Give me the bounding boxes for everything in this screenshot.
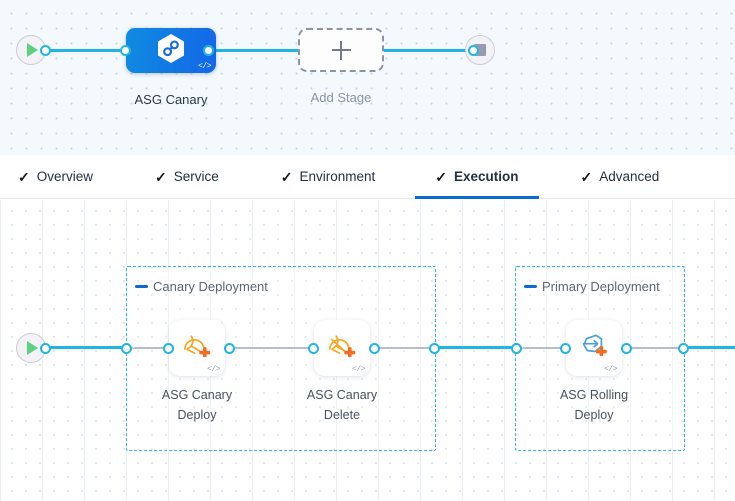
play-icon bbox=[27, 43, 38, 57]
stage-edge-start-to-canary bbox=[40, 49, 136, 52]
tab-advanced[interactable]: ✓ Advanced bbox=[579, 155, 662, 199]
exec-connector-dot-1[interactable] bbox=[40, 343, 51, 354]
exec-edge-group1-to-group2 bbox=[436, 346, 521, 349]
step-label-line2: Delete bbox=[323, 408, 361, 422]
step-node-asg-canary-deploy-label: ASG Canary Deploy bbox=[133, 385, 261, 425]
tab-environment-label: Environment bbox=[299, 169, 376, 184]
step-node-asg-rolling-deploy[interactable]: </> bbox=[566, 320, 622, 376]
exec-edge-step1-to-step2 bbox=[230, 347, 314, 349]
stage-node-label: ASG Canary bbox=[134, 92, 208, 107]
check-icon: ✓ bbox=[435, 168, 448, 185]
tab-execution[interactable]: ✓ Execution bbox=[415, 155, 539, 199]
step-group-canary-deployment-label[interactable]: Canary Deployment bbox=[135, 279, 268, 294]
step-label-line1: ASG Rolling bbox=[559, 388, 629, 402]
execution-canvas[interactable]: Canary Deployment Primary Deployment bbox=[0, 200, 735, 501]
group-label-text: Primary Deployment bbox=[542, 279, 660, 294]
step-node-asg-canary-deploy[interactable]: </> bbox=[169, 320, 225, 376]
play-icon bbox=[27, 341, 38, 355]
exec-edge-step2-to-group1-exit bbox=[375, 347, 433, 349]
stage-edge-canary-to-add bbox=[208, 49, 308, 52]
exec-connector-dot-step2-in[interactable] bbox=[308, 343, 319, 354]
step-group-primary-deployment-label[interactable]: Primary Deployment bbox=[524, 279, 660, 294]
tab-overview[interactable]: ✓ Overview bbox=[16, 155, 95, 199]
check-icon: ✓ bbox=[18, 168, 30, 185]
stage-config-tabs: ✓ Overview ✓ Service ✓ Environment ✓ Exe… bbox=[0, 155, 735, 199]
step-node-asg-rolling-deploy-label: ASG Rolling Deploy bbox=[530, 385, 658, 425]
check-icon: ✓ bbox=[280, 168, 293, 185]
tab-execution-label: Execution bbox=[454, 169, 519, 184]
asg-rolling-deploy-icon bbox=[577, 329, 611, 366]
check-icon: ✓ bbox=[155, 168, 167, 185]
pipeline-end-node[interactable] bbox=[465, 35, 495, 65]
add-stage-label: Add Stage bbox=[310, 90, 372, 105]
stage-node-asg-canary[interactable]: </> bbox=[126, 28, 216, 73]
exec-connector-dot-step1-out[interactable] bbox=[224, 343, 235, 354]
exec-connector-dot-step1-in[interactable] bbox=[163, 343, 174, 354]
exec-connector-dot-step3-in[interactable] bbox=[560, 343, 571, 354]
group-label-text: Canary Deployment bbox=[153, 279, 268, 294]
collapse-dash-icon[interactable] bbox=[524, 285, 537, 288]
asg-hexagon-infinity-icon bbox=[156, 32, 186, 69]
exec-edge-group2-to-end bbox=[684, 346, 735, 349]
step-node-asg-canary-delete[interactable]: </> bbox=[314, 320, 370, 376]
exec-edge-group1-entry-to-step1 bbox=[132, 347, 174, 349]
exec-edge-step3-to-group2-exit bbox=[622, 347, 680, 349]
check-icon: ✓ bbox=[580, 168, 593, 185]
step-node-asg-canary-delete-label: ASG Canary Delete bbox=[278, 385, 406, 425]
exec-connector-dot-group1-entry[interactable] bbox=[121, 343, 132, 354]
exec-connector-dot-step3-out[interactable] bbox=[621, 343, 632, 354]
tab-advanced-label: Advanced bbox=[599, 169, 660, 184]
tab-environment[interactable]: ✓ Environment bbox=[279, 155, 378, 199]
stage-connector-dot-2[interactable] bbox=[120, 45, 131, 56]
stage-canvas[interactable]: </> ASG Canary Add Stage bbox=[0, 0, 735, 155]
step-code-badge[interactable]: </> bbox=[352, 365, 365, 374]
step-label-line1: ASG Canary bbox=[161, 388, 233, 402]
asg-canary-delete-icon bbox=[325, 329, 359, 366]
exec-connector-dot-group2-entry[interactable] bbox=[511, 343, 522, 354]
pipeline-start-node[interactable] bbox=[16, 35, 46, 65]
step-label-line2: Deploy bbox=[574, 408, 614, 422]
step-label-line2: Deploy bbox=[177, 408, 217, 422]
plus-icon bbox=[331, 40, 351, 60]
tab-service[interactable]: ✓ Service bbox=[153, 155, 221, 199]
tab-service-label: Service bbox=[173, 169, 219, 184]
exec-edge-start-to-group1 bbox=[40, 346, 130, 349]
exec-edge-group2-entry-to-step3 bbox=[521, 347, 565, 349]
step-label-line1: ASG Canary bbox=[306, 388, 378, 402]
step-code-badge[interactable]: </> bbox=[207, 365, 220, 374]
exec-connector-dot-group1-exit[interactable] bbox=[429, 343, 440, 354]
collapse-dash-icon[interactable] bbox=[135, 285, 148, 288]
stage-connector-dot-3[interactable] bbox=[203, 45, 214, 56]
stage-edge-add-to-end bbox=[378, 49, 474, 52]
exec-connector-dot-step2-out[interactable] bbox=[369, 343, 380, 354]
stage-connector-dot-1[interactable] bbox=[40, 45, 51, 56]
stage-connector-dot-4[interactable] bbox=[468, 45, 479, 56]
asg-canary-deploy-icon bbox=[180, 329, 214, 366]
exec-connector-dot-group2-exit[interactable] bbox=[678, 343, 689, 354]
add-stage-button[interactable] bbox=[298, 28, 384, 72]
step-code-badge[interactable]: </> bbox=[604, 365, 617, 374]
tab-overview-label: Overview bbox=[36, 169, 93, 184]
stage-code-badge[interactable]: </> bbox=[198, 62, 211, 71]
